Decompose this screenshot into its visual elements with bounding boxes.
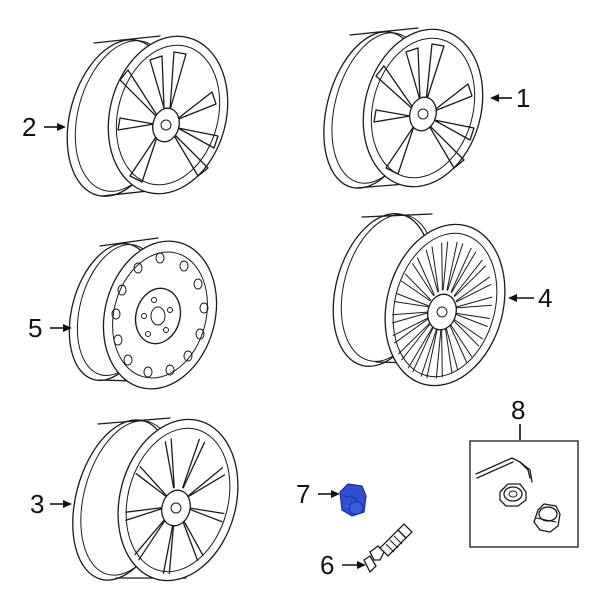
callout-label-7: 7 [296, 479, 310, 509]
callout-label-6: 6 [320, 550, 334, 580]
spoke-line [450, 251, 477, 294]
spoke-line [162, 522, 174, 575]
spoke-line [449, 324, 468, 363]
callout-3: 3 [30, 489, 72, 519]
spoke-line [447, 243, 464, 291]
wheel-2[interactable] [51, 23, 245, 208]
spoke-line [450, 247, 472, 293]
spoke-line [188, 474, 226, 497]
wheel-4[interactable] [317, 203, 522, 399]
spoke-line [134, 518, 166, 556]
spoke-line [454, 265, 487, 298]
spoke-line [445, 327, 459, 371]
callout-4: 4 [508, 283, 552, 313]
spoke-line [404, 273, 432, 301]
spoke-line [416, 257, 435, 296]
lock-kit[interactable] [469, 440, 579, 548]
spoke-line [187, 508, 223, 523]
spoke-line [412, 327, 434, 373]
spoke-line [435, 329, 442, 379]
spoke-line [392, 317, 429, 337]
callout-2: 2 [22, 112, 66, 142]
callout-8: 8 [511, 395, 525, 440]
spoke-line [441, 242, 443, 291]
spoke-line [407, 326, 434, 369]
spoke-line [139, 466, 167, 496]
spoke-line [400, 280, 431, 302]
spoke-line [181, 518, 199, 562]
spoke-line [449, 323, 473, 358]
spoke-line [442, 241, 449, 291]
spoke-line [125, 507, 164, 521]
spoke-line [392, 311, 428, 316]
callout-1: 1 [490, 83, 530, 113]
spoke-line [420, 329, 437, 377]
wheel-1[interactable] [308, 16, 500, 201]
spoke-line [394, 318, 429, 344]
spoke-line [164, 441, 175, 489]
callout-6: 6 [320, 550, 366, 580]
callout-label-5: 5 [28, 313, 42, 343]
spoke-line [456, 304, 492, 309]
callout-label-1: 1 [516, 83, 530, 113]
spoke-line [455, 313, 488, 328]
spoke-line [188, 507, 225, 515]
spoke-line [170, 438, 175, 489]
callout-label-3: 3 [30, 489, 44, 519]
callout-7: 7 [296, 479, 340, 509]
spoke-line [431, 246, 440, 292]
spoke-line [444, 328, 453, 374]
callout-5: 5 [28, 313, 72, 343]
spoke-line [456, 296, 493, 308]
spoke-line [453, 259, 483, 297]
valve-stem[interactable] [363, 523, 413, 574]
spoke-line [455, 276, 490, 302]
spoke-line [446, 241, 458, 291]
spoke-line [394, 301, 429, 308]
spoke-line [168, 522, 175, 575]
spoke-line [441, 329, 443, 378]
spoke-line [125, 506, 164, 513]
callout-label-2: 2 [22, 112, 36, 142]
spoke-line [396, 292, 429, 307]
spoke-line [135, 473, 167, 497]
spoke-line [182, 441, 206, 489]
spoke-line [182, 438, 200, 489]
spoke-line [391, 312, 428, 324]
spoke-line [182, 518, 204, 556]
spoke-line [452, 319, 480, 347]
callout-label-8: 8 [511, 395, 525, 425]
spoke-line [455, 283, 492, 303]
wheel-3[interactable] [56, 406, 255, 594]
spoke-line [411, 262, 435, 297]
wheel-5[interactable] [55, 228, 232, 401]
spoke-line [138, 518, 167, 561]
spoke-line [397, 322, 430, 355]
lug-nut[interactable] [339, 483, 367, 517]
spoke-line [187, 467, 224, 497]
spoke-line [426, 329, 438, 379]
callout-label-4: 4 [538, 283, 552, 313]
spoke-line [453, 318, 484, 340]
spoke-line [401, 323, 431, 361]
spoke-line [455, 312, 490, 319]
spoke-line [425, 249, 439, 293]
